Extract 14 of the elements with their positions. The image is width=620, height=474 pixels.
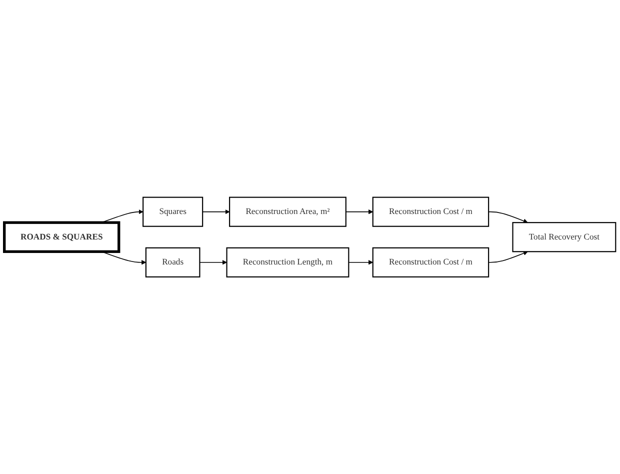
arrow <box>488 250 528 263</box>
node-box: Reconstruction Length, m <box>226 247 350 278</box>
arrow <box>202 209 230 214</box>
node-box: Squares <box>142 196 204 227</box>
arrow <box>488 211 528 224</box>
arrow <box>348 260 374 265</box>
node-box: Total Recovery Cost <box>512 222 616 252</box>
arrow <box>346 209 374 214</box>
node-box: Reconstruction Area, m² <box>229 196 346 227</box>
node-box: Roads <box>145 247 200 278</box>
node-box: Reconstruction Cost / m <box>372 247 490 278</box>
node-box: ROADS & SQUARES <box>3 221 120 253</box>
arrow <box>199 260 227 265</box>
node-box: Reconstruction Cost / m <box>372 196 490 227</box>
